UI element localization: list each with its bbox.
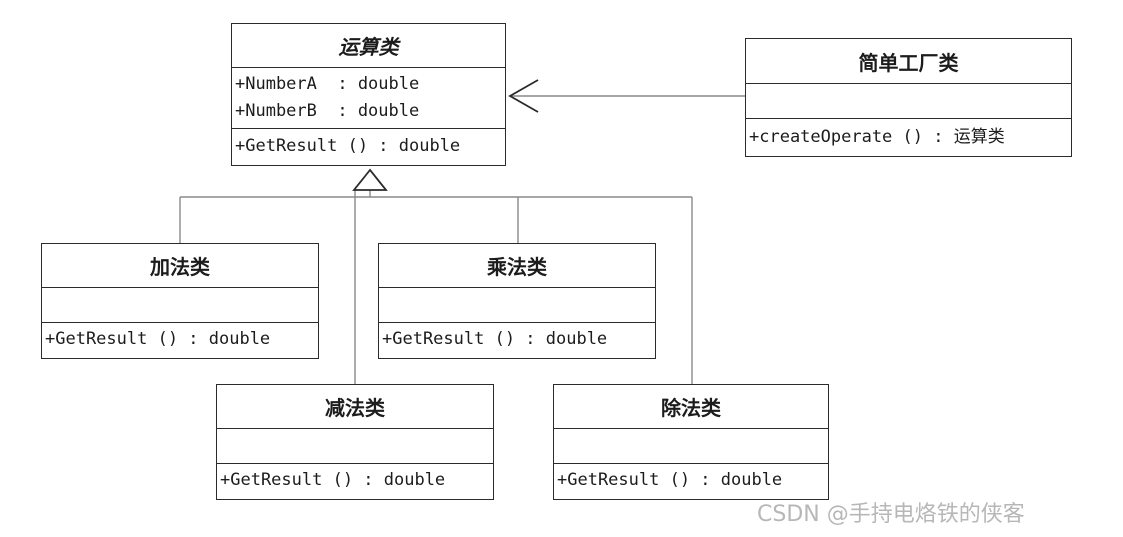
class-factory-operations: +createOperate () : 运算类 (746, 119, 1071, 152)
class-add-attributes (42, 288, 318, 323)
attribute-numbera: +NumberA : double (235, 74, 420, 94)
attribute-numberb: +NumberB : double (235, 101, 420, 121)
class-sub-operations: +GetResult () : double (217, 464, 493, 495)
class-operation-name: 运算类 (232, 24, 505, 68)
class-sub-name: 减法类 (217, 385, 493, 429)
class-operation-attributes: +NumberA : double +NumberB : double (232, 68, 505, 129)
class-div-name: 除法类 (554, 385, 828, 429)
operation-getresult: +GetResult () : double (45, 329, 271, 349)
csdn-watermark: CSDN @手持电烙铁的侠客 (757, 502, 1025, 527)
operation-createoperate: +createOperate () : 运算类 (749, 127, 1005, 147)
class-operation: 运算类 +NumberA : double +NumberB : double … (231, 23, 506, 166)
class-div-operations: +GetResult () : double (554, 464, 828, 495)
operation-getresult: +GetResult () : double (557, 470, 783, 490)
class-div: 除法类 +GetResult () : double (553, 384, 829, 500)
class-operation-operations: +GetResult () : double (232, 129, 505, 161)
class-add-name: 加法类 (42, 244, 318, 288)
class-add: 加法类 +GetResult () : double (41, 243, 319, 359)
class-mul: 乘法类 +GetResult () : double (378, 243, 656, 359)
class-add-operations: +GetResult () : double (42, 323, 318, 354)
operation-getresult: +GetResult () : double (382, 329, 608, 349)
class-simple-factory: 简单工厂类 +createOperate () : 运算类 (745, 38, 1072, 157)
generalization-triangle-head (352, 168, 388, 191)
open-arrow-head (508, 79, 539, 113)
class-mul-attributes (379, 288, 655, 323)
class-factory-attributes (746, 84, 1071, 119)
class-sub-attributes (217, 429, 493, 464)
class-factory-name: 简单工厂类 (746, 39, 1071, 84)
class-div-attributes (554, 429, 828, 464)
class-mul-name: 乘法类 (379, 244, 655, 288)
operation-getresult: +GetResult () : double (220, 470, 446, 490)
operation-getresult: +GetResult () : double (235, 136, 461, 156)
class-sub: 减法类 +GetResult () : double (216, 384, 494, 500)
class-mul-operations: +GetResult () : double (379, 323, 655, 354)
